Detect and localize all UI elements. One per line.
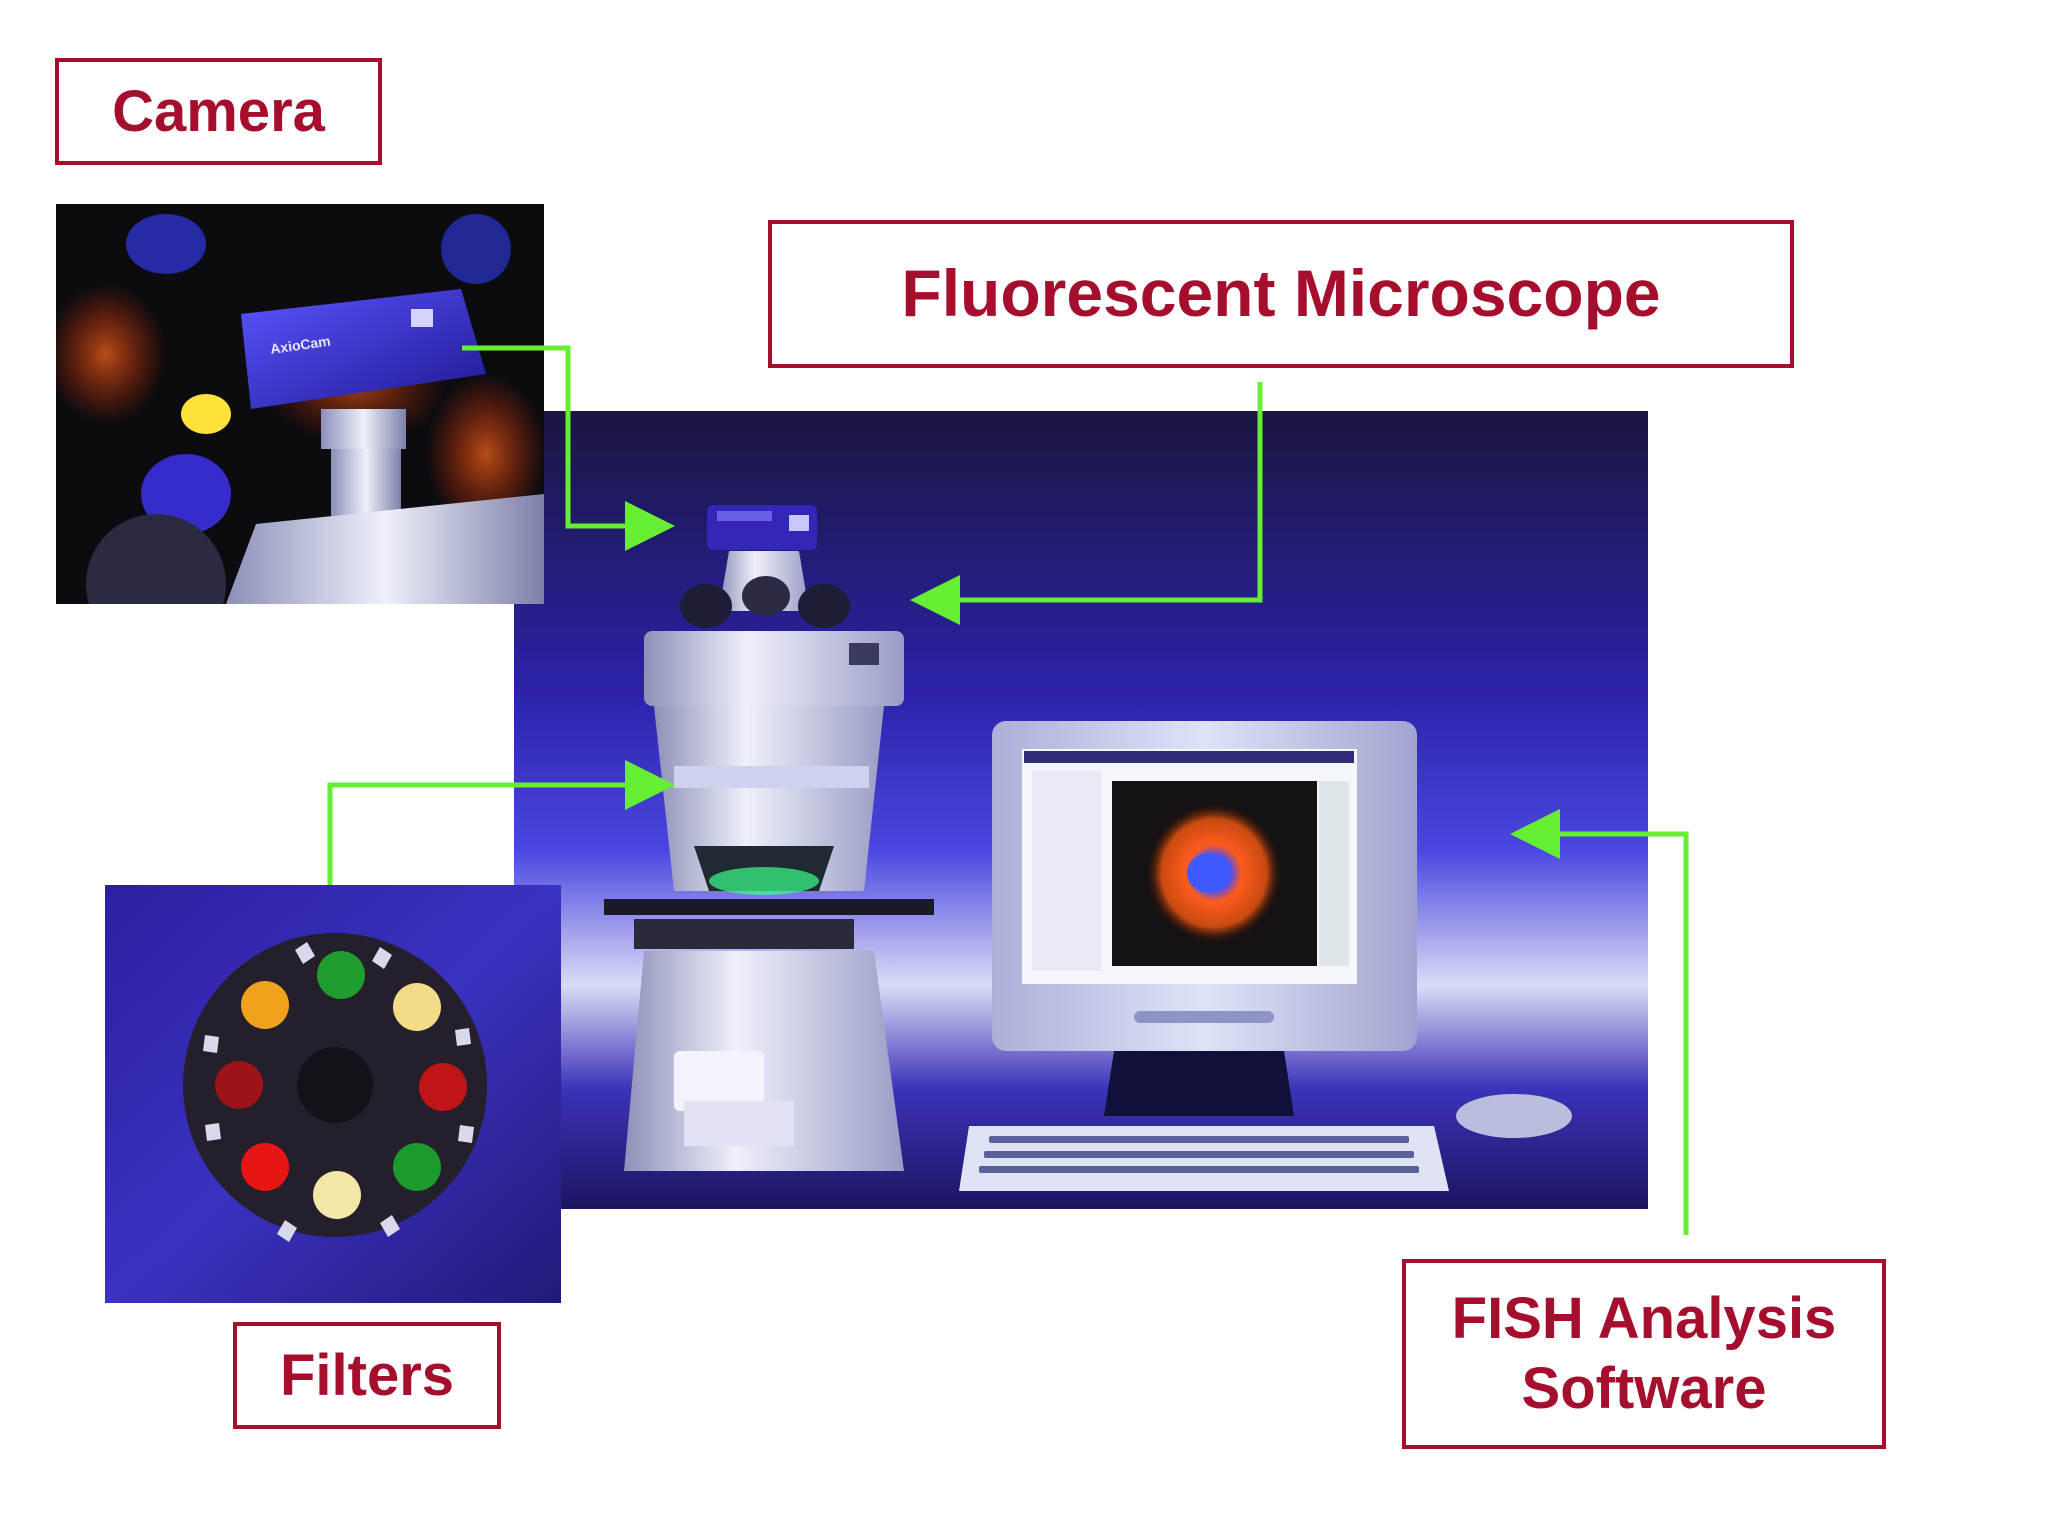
- software-label-line2: Software: [1521, 1356, 1767, 1421]
- fish-analysis-software-label: FISH Analysis Software: [1402, 1259, 1886, 1449]
- software-arrow: [1510, 809, 1689, 1235]
- software-label-line1: FISH Analysis: [1451, 1286, 1837, 1352]
- filters-photo: [105, 885, 561, 1303]
- filters-arrow: [327, 760, 675, 885]
- camera-arrow: [462, 345, 675, 551]
- microscope-label-text: Fluorescent Microscope: [901, 256, 1661, 331]
- filters-label: Filters: [233, 1322, 501, 1429]
- fluorescent-microscope-label: Fluorescent Microscope: [768, 220, 1794, 368]
- camera-label-text: Camera: [112, 78, 325, 144]
- camera-photo: AxioCam: [56, 204, 544, 604]
- camera-label: Camera: [55, 58, 382, 165]
- filters-label-text: Filters: [279, 1342, 455, 1408]
- microscope-workstation-photo: [514, 411, 1648, 1209]
- microscope-arrow: [910, 382, 1263, 625]
